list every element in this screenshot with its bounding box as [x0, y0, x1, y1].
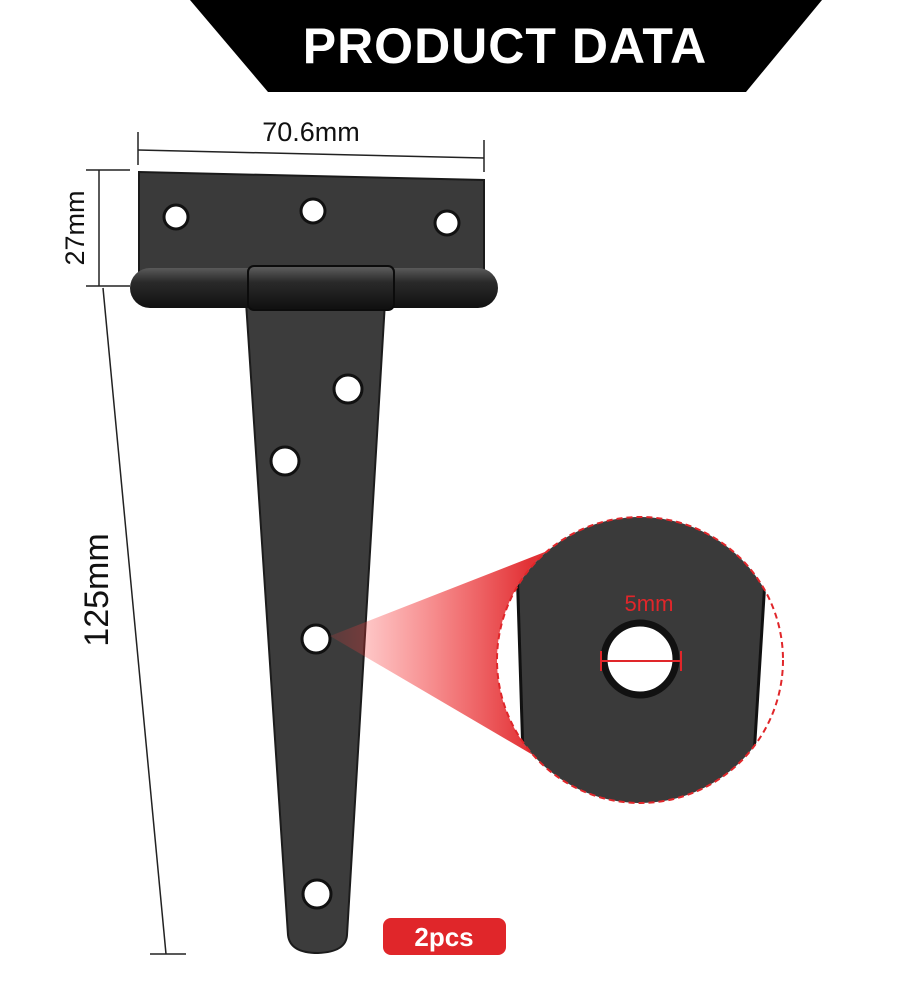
screw-hole — [301, 878, 333, 910]
leaf-height-dimension — [86, 169, 130, 287]
quantity-badge-bg — [383, 918, 506, 955]
screw-hole — [300, 623, 332, 655]
hole-diameter-marker — [600, 651, 682, 671]
t-hinge-icon — [130, 170, 498, 955]
screw-hole — [269, 445, 301, 477]
banner-shape — [190, 0, 822, 92]
banner: PRODUCT DATA — [190, 0, 822, 92]
width-label: 70.6mm — [262, 117, 360, 147]
length-dimension — [102, 287, 186, 955]
screw-hole — [433, 209, 461, 237]
leaf-height-label: 27mm — [60, 190, 90, 265]
hinge-knuckle-center — [247, 265, 395, 311]
length-label: 125mm — [78, 533, 116, 646]
width-dimension — [137, 132, 485, 172]
quantity-badge: 2pcs — [383, 918, 506, 955]
hole-diameter-label: 5mm — [625, 591, 674, 616]
magnifier-beam — [330, 548, 555, 768]
banner-title: PRODUCT DATA — [303, 18, 708, 74]
zoom-hole — [600, 619, 680, 699]
screw-hole — [162, 203, 190, 231]
width-dimension-line — [137, 149, 485, 159]
screw-hole — [332, 373, 364, 405]
quantity-label: 2pcs — [414, 922, 473, 952]
length-dimension-line — [102, 287, 167, 955]
zoom-circle-outline — [496, 516, 784, 804]
magnifier-callout-icon: 5mm — [496, 516, 784, 804]
screw-hole — [299, 197, 327, 225]
